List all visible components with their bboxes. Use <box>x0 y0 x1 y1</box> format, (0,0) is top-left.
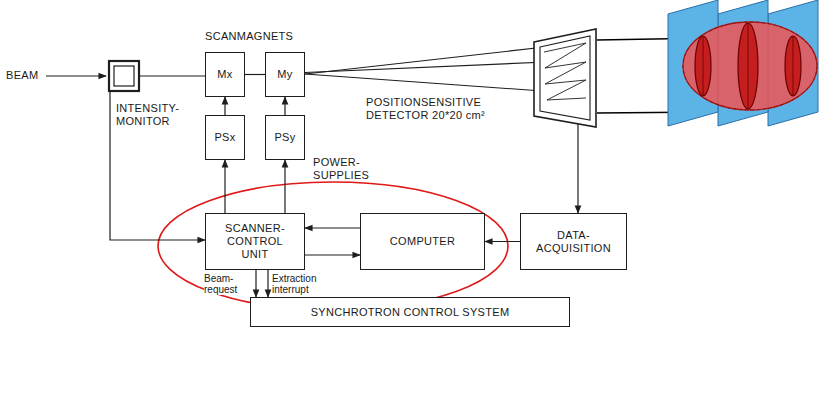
label-holder: BEAM <box>6 69 50 82</box>
connector-arrow <box>284 97 285 115</box>
connector-arrow <box>255 270 256 297</box>
connector-arrow <box>305 62 547 73</box>
connector-arrow <box>485 241 520 242</box>
label-holder: POSITIONSENSITIVE DETECTOR 20*20 cm² <box>366 96 526 122</box>
power-supply-box: PSx <box>205 115 245 160</box>
label-holder: INTENSITY- MONITOR <box>116 102 188 128</box>
scan-magnet-box: My <box>265 52 305 97</box>
target-volume-slices <box>668 0 818 126</box>
connector-arrow <box>305 254 360 255</box>
intensity-monitor: INTENSITY- MONITOR <box>108 60 140 92</box>
box-label: SYNCHROTRON CONTROL SYSTEM <box>311 306 510 319</box>
position-detector: POSITIONSENSITIVE DETECTOR 20*20 cm² <box>533 28 597 128</box>
box-label: SCANNER- CONTROL UNIT <box>219 222 291 261</box>
beam-fan-line <box>305 74 556 92</box>
signal-label: Extraction interrupt <box>272 273 342 295</box>
computer-box: COMPUTER <box>360 213 485 270</box>
connector-arrow <box>224 160 225 213</box>
position-detector-outline <box>533 28 597 128</box>
box-label: Mx <box>217 68 232 81</box>
connector-arrow <box>305 227 360 228</box>
part-label: POSITIONSENSITIVE DETECTOR 20*20 cm² <box>366 96 526 122</box>
connector-arrow <box>224 97 225 115</box>
intensity-monitor-outline <box>108 60 140 92</box>
connector-arrow <box>110 92 205 240</box>
group-label: SCANMAGNETS <box>205 30 315 43</box>
label-holder: SCANMAGNETS <box>205 30 315 43</box>
box-label: COMPUTER <box>390 235 455 248</box>
beam-label: BEAM <box>6 69 50 82</box>
control-box: SCANNER- CONTROL UNIT <box>205 213 305 270</box>
box-label: My <box>277 68 292 81</box>
highlight-ellipse <box>158 182 508 310</box>
group-label: POWER- SUPPLIES <box>313 156 383 182</box>
box-label: PSx <box>214 131 235 144</box>
beam-arrow <box>46 75 106 76</box>
connector-arrow <box>267 270 268 297</box>
power-supply-box: PSy <box>265 115 305 160</box>
signal-label: Beam- request <box>204 273 252 295</box>
acquisition-box: DATA- ACQUISITION <box>520 213 627 270</box>
label-holder: Beam- request <box>204 273 252 295</box>
connector-arrow <box>577 124 578 213</box>
part-label: INTENSITY- MONITOR <box>116 102 188 128</box>
synchrotron-box: SYNCHROTRON CONTROL SYSTEM <box>250 297 570 327</box>
label-holder: POWER- SUPPLIES <box>313 156 383 182</box>
scan-magnet-box: Mx <box>205 52 245 97</box>
beam-fan-line <box>305 47 545 74</box>
connector-arrow <box>284 160 285 213</box>
box-label: PSy <box>274 131 295 144</box>
box-label: DATA- ACQUISITION <box>524 229 623 255</box>
connector-arrow <box>140 75 205 76</box>
connector-arrow <box>245 74 265 75</box>
label-holder: Extraction interrupt <box>272 273 342 295</box>
